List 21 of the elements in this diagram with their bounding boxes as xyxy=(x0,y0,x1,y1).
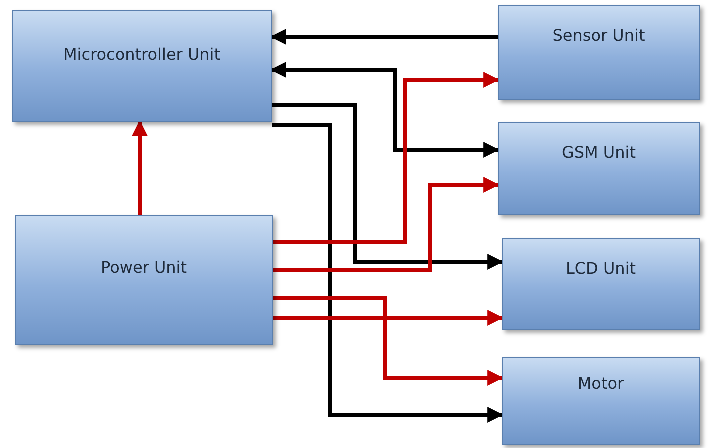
unit-label: Microcontroller Unit xyxy=(62,45,222,64)
unit-box xyxy=(498,5,700,100)
arrow xyxy=(272,123,504,423)
unit-label: Power Unit xyxy=(100,258,188,277)
arrow xyxy=(270,29,498,45)
arrow xyxy=(273,310,504,326)
arrow xyxy=(273,177,500,272)
arrow xyxy=(272,103,504,270)
unit-label: Sensor Unit xyxy=(552,26,646,45)
unit-box xyxy=(15,215,273,345)
arrow xyxy=(273,72,500,244)
arrow xyxy=(273,296,504,386)
unit-label: LCD Unit xyxy=(564,259,638,278)
unit-box xyxy=(12,10,272,122)
unit-label: Motor xyxy=(576,374,626,393)
unit-box xyxy=(502,357,700,445)
unit-box xyxy=(498,122,700,215)
arrow xyxy=(132,120,148,215)
arrow xyxy=(270,62,500,158)
unit-label: GSM Unit xyxy=(560,143,637,162)
unit-box xyxy=(502,238,700,330)
